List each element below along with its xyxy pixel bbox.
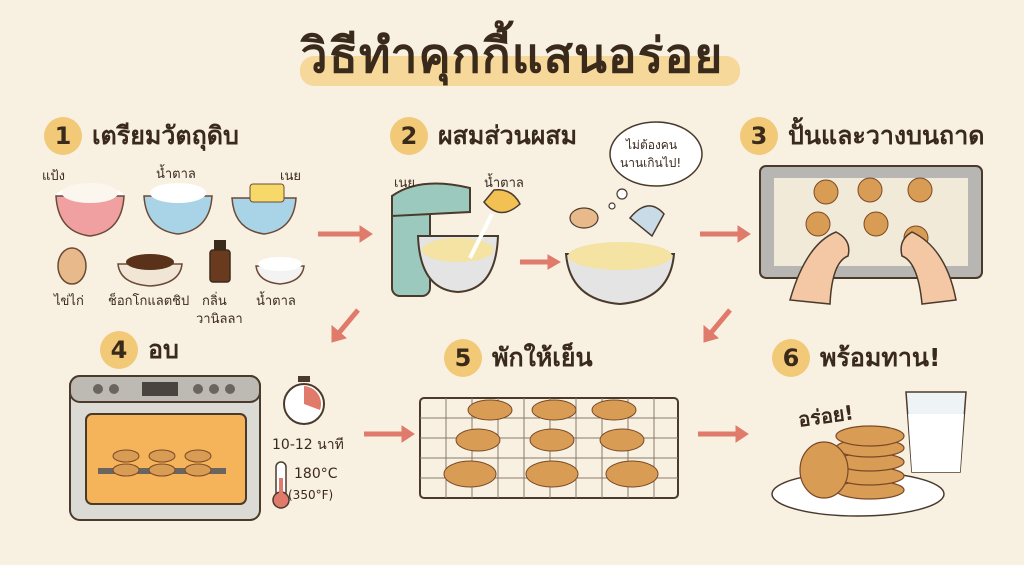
flour-bowl-icon bbox=[55, 183, 125, 237]
step-5-header: 5 พักให้เย็น bbox=[444, 338, 593, 378]
thought-bubble-icon bbox=[608, 121, 703, 210]
vanilla-label-line1: กลิ่น bbox=[202, 294, 227, 309]
bubble-text-line2: นานเกินไป! bbox=[620, 156, 682, 170]
right-hand-icon bbox=[900, 231, 957, 305]
step-1-header: 1 เตรียมวัตถุดิบ bbox=[44, 116, 239, 156]
title-highlight bbox=[300, 56, 740, 86]
step-1-label: เตรียมวัตถุดิบ bbox=[92, 121, 239, 150]
step-4-number: 4 bbox=[100, 331, 138, 369]
rack-cookies bbox=[443, 399, 659, 488]
pouring-sugar-icon bbox=[468, 189, 521, 259]
title-area: วิธีทำคุกกี้แสนอร่อย bbox=[0, 18, 1024, 94]
sugar2-label: น้ำตาล bbox=[256, 294, 296, 309]
step-5-label: พักให้เย็น bbox=[492, 343, 593, 372]
step-2-number: 2 bbox=[390, 117, 428, 155]
step-4-header: 4 อบ bbox=[100, 330, 179, 370]
step-3-header: 3 ปั้นและวางบนถาด bbox=[740, 116, 984, 156]
page-title: วิธีทำคุกกี้แสนอร่อย bbox=[300, 28, 724, 84]
egg-icon bbox=[57, 247, 87, 285]
step-6-number: 6 bbox=[772, 339, 810, 377]
baking-temp-c: 180°C bbox=[294, 466, 338, 482]
vanilla-label-line2: วานิลลา bbox=[196, 312, 243, 327]
sugar-small-bowl-icon bbox=[255, 257, 305, 285]
butter-bowl-icon bbox=[231, 183, 297, 235]
bubble-text-line1: ไม่ต้องคน bbox=[626, 138, 678, 152]
oven-icon bbox=[69, 375, 261, 521]
step-1-number: 1 bbox=[44, 117, 82, 155]
step-3-label: ปั้นและวางบนถาด bbox=[788, 121, 985, 150]
step-5-number: 5 bbox=[444, 339, 482, 377]
mixer-sugar-label: น้ำตาล bbox=[484, 176, 524, 191]
oven-cookies bbox=[112, 449, 212, 477]
step-2-label: ผสมส่วนผสม bbox=[438, 121, 578, 150]
baking-temp-f: (350°F) bbox=[288, 488, 334, 502]
step-6-label: พร้อมทาน! bbox=[820, 343, 941, 372]
stand-mixer-icon bbox=[391, 182, 500, 297]
timer-icon bbox=[283, 376, 325, 425]
mixing-bowl-icon bbox=[564, 205, 676, 306]
butter-label: เนย bbox=[280, 169, 301, 184]
step-2-header: 2 ผสมส่วนผสม bbox=[390, 116, 577, 156]
arrow-3-to-5 bbox=[708, 308, 732, 336]
egg-label: ไข่ไก่ bbox=[54, 294, 84, 309]
flour-label: แป้ง bbox=[42, 169, 65, 184]
baking-time: 10-12 นาที bbox=[272, 437, 344, 453]
sugar-label: น้ำตาล bbox=[156, 167, 196, 182]
vanilla-bottle-icon bbox=[209, 240, 231, 283]
step-3-number: 3 bbox=[740, 117, 778, 155]
step-6-header: 6 พร้อมทาน! bbox=[772, 338, 940, 378]
left-hand-icon bbox=[789, 231, 850, 305]
chocolate-chips-label: ช็อกโกแลตชิป bbox=[108, 294, 190, 309]
milk-glass-icon bbox=[905, 391, 967, 473]
sugar-bowl-icon bbox=[143, 183, 213, 235]
chocolate-chips-bowl-icon bbox=[117, 254, 183, 287]
thermometer-icon bbox=[272, 461, 290, 509]
step-4-label: อบ bbox=[148, 335, 179, 364]
plate-cookies-icon bbox=[771, 425, 945, 517]
arrow-1-to-4 bbox=[336, 308, 360, 336]
mixer-butter-label: เนย bbox=[394, 176, 415, 191]
